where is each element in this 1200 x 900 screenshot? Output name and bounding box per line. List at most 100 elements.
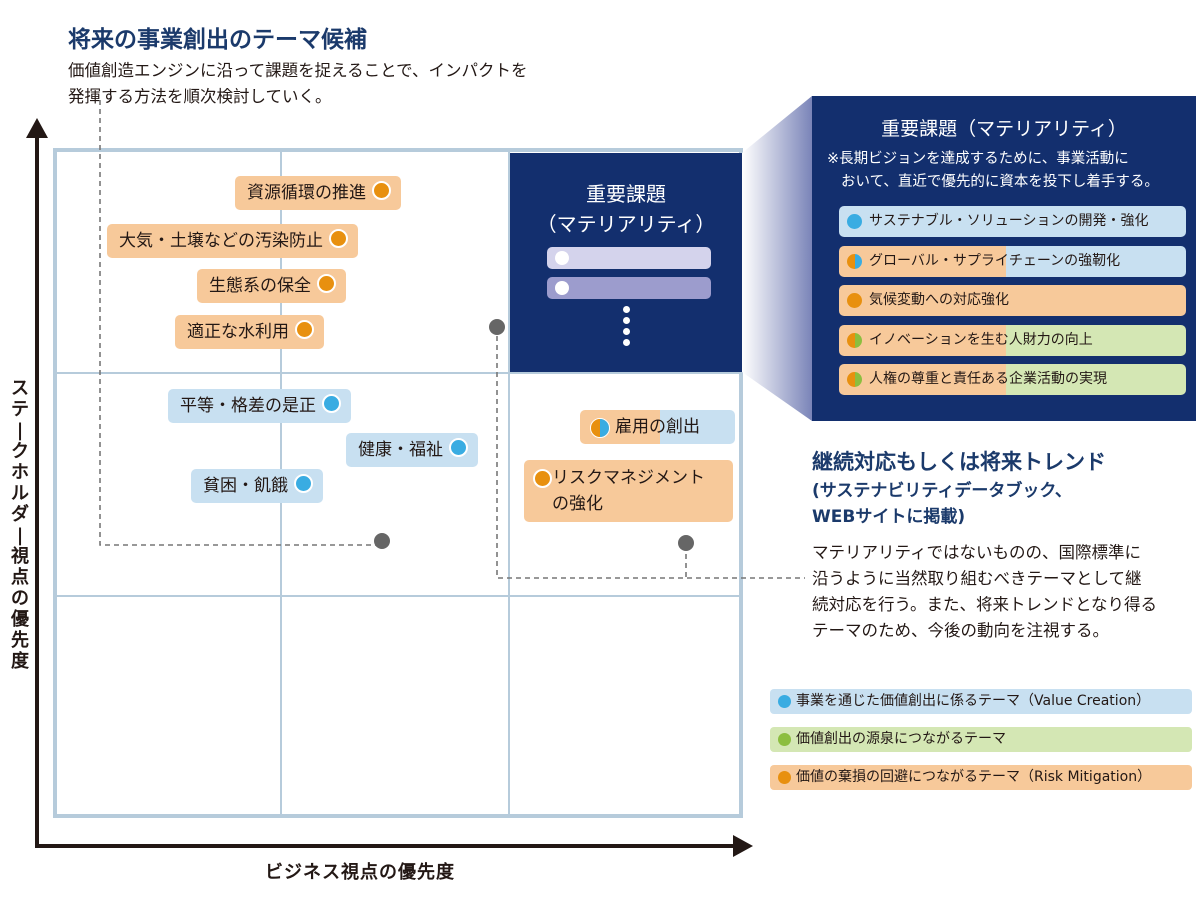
trend-desc-line: 続対応を行う。また、将来トレンドとなり得る	[812, 595, 1158, 614]
materiality-panel-note: ※長期ビジョンを達成するために、事業活動に おいて、直近で優先的に資本を投下し着…	[827, 148, 1159, 194]
connector-dot	[678, 535, 694, 551]
risk-mitigation-dot-icon	[847, 293, 862, 308]
future-themes-title: 将来の事業創出のテーマ候補	[68, 27, 367, 53]
materiality-item-label: 人権の尊重と責任ある企業活動の実現	[869, 371, 1107, 387]
y-axis-label-char: 視	[11, 546, 29, 567]
legend-label: 価値創出の源泉につながるテーマ	[796, 731, 1006, 747]
theme-health: 健康・福祉	[346, 433, 478, 467]
y-axis-label-char: ル	[11, 483, 29, 504]
legend-dot-icon	[778, 771, 791, 784]
legend-dot-icon	[778, 733, 791, 746]
theme-ecosystem: 生態系の保全	[197, 269, 346, 303]
y-axis-label-char: ク	[11, 441, 29, 462]
half-risk-source-dot-icon	[847, 333, 862, 348]
connector-dot	[489, 319, 505, 335]
grid-line-horizontal	[53, 595, 743, 597]
y-axis-arrow-icon	[26, 118, 48, 138]
y-axis-label: ステ|クホルダ|視点の優先度	[8, 378, 32, 672]
bullet-icon	[555, 251, 569, 265]
y-axis-label-char: |	[16, 525, 24, 546]
future-connector-line	[99, 100, 380, 546]
materiality-item-label: サステナブル・ソリューションの開発・強化	[869, 213, 1149, 229]
ellipsis-dot-icon	[623, 339, 630, 346]
theme-water-use: 適正な水利用	[175, 315, 324, 349]
x-axis-label: ビジネス視点の優先度	[265, 862, 455, 883]
x-axis-arrow-icon	[733, 835, 753, 857]
future-desc-line: 発揮する方法を順次検討していく。	[68, 87, 332, 106]
trend-sub-line: (サステナビリティデータブック、	[812, 481, 1072, 501]
risk-mitigation-dot-icon	[533, 469, 552, 488]
y-axis-label-char: ホ	[11, 462, 29, 483]
ellipsis-dot-icon	[623, 306, 630, 313]
risk-mitigation-dot-icon	[329, 229, 348, 248]
materiality-zoom-wedge	[742, 96, 812, 421]
y-axis-label-char: |	[16, 420, 24, 441]
materiality-item: 気候変動への対応強化	[839, 285, 1186, 316]
materiality-item-label: 気候変動への対応強化	[869, 292, 1009, 308]
theme-equality: 平等・格差の是正	[168, 389, 351, 423]
theme-label: 雇用の創出	[615, 417, 700, 437]
theme-label: 大気・土壌などの汚染防止	[119, 231, 323, 251]
y-axis-label-char: 点	[11, 567, 29, 588]
materiality-panel: 重要課題（マテリアリティ） ※長期ビジョンを達成するために、事業活動に おいて、…	[812, 96, 1196, 421]
theme-label: 生態系の保全	[209, 276, 311, 296]
trend-connector-line	[496, 327, 805, 579]
materiality-item-label: イノベーションを生む人財力の向上	[869, 332, 1093, 348]
theme-employment: 雇用の創出	[580, 410, 735, 444]
theme-label: リスクマネジメント	[552, 468, 705, 488]
legend-item: 価値の棄損の回避につながるテーマ（Risk Mitigation）	[770, 765, 1192, 790]
y-axis-line	[35, 135, 39, 848]
materiality-item: サステナブル・ソリューションの開発・強化	[839, 206, 1186, 237]
legend-item: 事業を通じた価値創出に係るテーマ（Value Creation）	[770, 689, 1192, 714]
trend-desc-line: テーマのため、今後の動向を注視する。	[812, 621, 1109, 640]
ellipsis-dot-icon	[623, 317, 630, 324]
y-axis-label-char: 優	[11, 609, 29, 630]
y-axis-label-char: 先	[11, 630, 29, 651]
risk-mitigation-dot-icon	[295, 320, 314, 339]
grid-line-horizontal	[53, 372, 743, 374]
theme-resource-circulation: 資源循環の推進	[235, 176, 401, 210]
y-axis-label-char: ダ	[11, 504, 29, 525]
x-axis-line	[35, 844, 735, 848]
theme-label: 適正な水利用	[187, 322, 289, 342]
connector-dot	[374, 533, 390, 549]
note-line: おいて、直近で優先的に資本を投下し着手する。	[841, 174, 1159, 190]
note-line: ※長期ビジョンを達成するために、事業活動に	[827, 151, 1129, 167]
y-axis-label-char: の	[11, 588, 29, 609]
materiality-item: グローバル・サプライチェーンの強靭化	[839, 246, 1186, 277]
half-risk-value-dot-icon	[847, 254, 862, 269]
bullet-icon	[555, 281, 569, 295]
materiality-placeholder-bar	[547, 247, 711, 269]
materiality-panel-title: 重要課題（マテリアリティ）	[881, 118, 1127, 140]
trend-description: マテリアリティではないものの、国際標準に 沿うように当然取り組むべきテーマとして…	[812, 540, 1157, 644]
y-axis-label-char: ス	[11, 378, 29, 399]
trend-desc-line: マテリアリティではないものの、国際標準に	[812, 543, 1142, 562]
legend-label: 事業を通じた価値創出に係るテーマ（Value Creation）	[796, 693, 1151, 709]
theme-label: 資源循環の推進	[247, 183, 366, 203]
value-creation-dot-icon	[847, 214, 862, 229]
risk-mitigation-dot-icon	[317, 274, 336, 293]
future-desc-line: 価値創造エンジンに沿って課題を捉えることで、インパクトを	[68, 61, 528, 80]
trend-subtitle: (サステナビリティデータブック、 WEBサイトに掲載)	[812, 478, 1072, 530]
materiality-item: イノベーションを生む人財力の向上	[839, 325, 1186, 356]
future-themes-description: 価値創造エンジンに沿って課題を捉えることで、インパクトを 発揮する方法を順次検討…	[68, 58, 528, 110]
materiality-title-line: （マテリアリティ）	[536, 212, 716, 236]
theme-poverty: 貧困・飢餓	[191, 469, 323, 503]
trend-title: 継続対応もしくは将来トレンド	[812, 450, 1106, 474]
materiality-item: 人権の尊重と責任ある企業活動の実現	[839, 364, 1186, 395]
theme-pollution-prevention: 大気・土壌などの汚染防止	[107, 224, 358, 258]
materiality-cell: 重要課題 （マテリアリティ）	[510, 153, 742, 372]
materiality-item-label: グローバル・サプライチェーンの強靭化	[869, 253, 1121, 269]
materiality-cell-title: 重要課題 （マテリアリティ）	[510, 179, 742, 239]
value-creation-dot-icon	[449, 438, 468, 457]
risk-mitigation-dot-icon	[372, 181, 391, 200]
theme-risk-management: リスクマネジメント の強化	[524, 460, 733, 522]
materiality-title-line: 重要課題	[586, 182, 666, 206]
value-creation-dot-icon	[322, 394, 341, 413]
trend-sub-line: WEBサイトに掲載)	[812, 507, 966, 527]
legend-item: 価値創出の源泉につながるテーマ	[770, 727, 1192, 752]
theme-label: 貧困・飢餓	[203, 476, 288, 496]
half-risk-value-dot-icon	[590, 418, 610, 438]
y-axis-label-char: 度	[11, 651, 29, 672]
